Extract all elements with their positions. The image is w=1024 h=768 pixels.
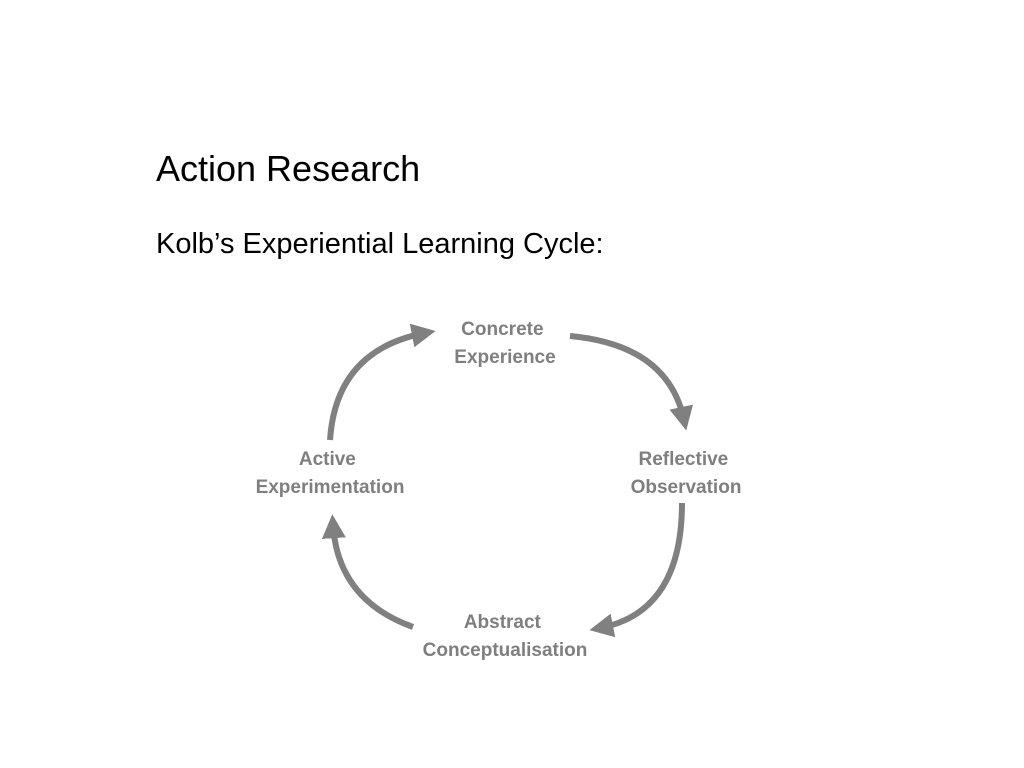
arrow-reflective-to-abstract — [589, 502, 685, 638]
arrow-concrete-to-reflective — [569, 333, 693, 431]
slide-title: Action Research — [156, 148, 421, 189]
stage-active-experimentation: Active Experimentation — [256, 449, 405, 498]
arrow-abstract-to-active — [321, 514, 415, 630]
stage-concrete-experience: Concrete Experience — [454, 319, 555, 368]
stage-reflective-observation: Reflective Observation — [631, 449, 742, 498]
slide-subtitle: Kolb’s Experiential Learning Cycle: — [156, 228, 604, 260]
stage-abstract-conceptualisation: Abstract Conceptualisation — [423, 612, 588, 661]
arrow-active-to-concrete — [327, 323, 436, 441]
